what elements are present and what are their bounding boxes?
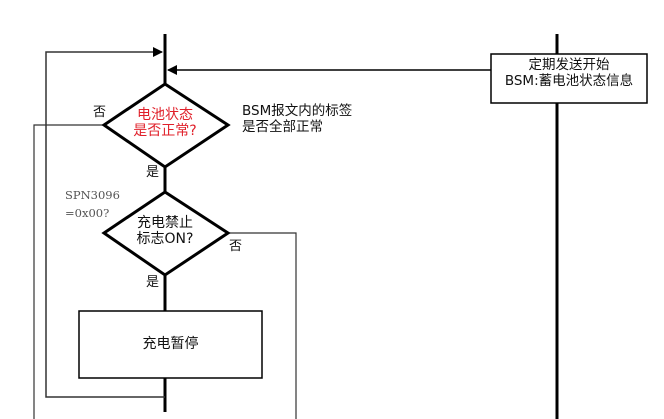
decision1-no-label: 否 [93, 105, 107, 120]
decision2-yes-label: 是 [146, 275, 160, 290]
decision1-note-line2: 是否全部正常 [242, 118, 323, 135]
decision2-line2: 标志ON? [136, 231, 194, 248]
decision2-condition-line2: =0x00? [65, 206, 110, 221]
decision2-condition-line1: SPN3096 [65, 188, 120, 202]
decision2-diamond [101, 190, 231, 277]
decision2-no-label: 否 [229, 239, 243, 254]
decision1-yes-label: 是 [146, 165, 160, 180]
process-label: 充电暂停 [142, 336, 199, 352]
decision1-line1: 电池状态 [137, 107, 193, 123]
decision2-label: 充电禁止 标志ON? [115, 215, 215, 247]
decision2-condition: SPN3096 =0x00? [65, 186, 120, 223]
decision1-note: BSM报文内的标签 是否全部正常 [242, 103, 353, 135]
start-box-line2: BSM:蓄电池状态信息 [504, 72, 634, 89]
decision1-note-line1: BSM报文内的标签 [242, 103, 353, 119]
decision2-no-line [228, 232, 297, 419]
decision1-label: 电池状态 是否正常? [115, 107, 215, 139]
decision1-no-line [33, 124, 104, 419]
loop-back-line [45, 47, 165, 398]
start-box [490, 53, 648, 104]
start-box-label: 定期发送开始 BSM:蓄电池状态信息 [491, 57, 647, 89]
decision1-diamond [101, 82, 231, 169]
process-box [78, 310, 263, 379]
start-box-line1: 定期发送开始 [528, 57, 610, 73]
decision1-line2: 是否正常? [133, 123, 197, 140]
decision2-line1: 充电禁止 [137, 215, 193, 231]
